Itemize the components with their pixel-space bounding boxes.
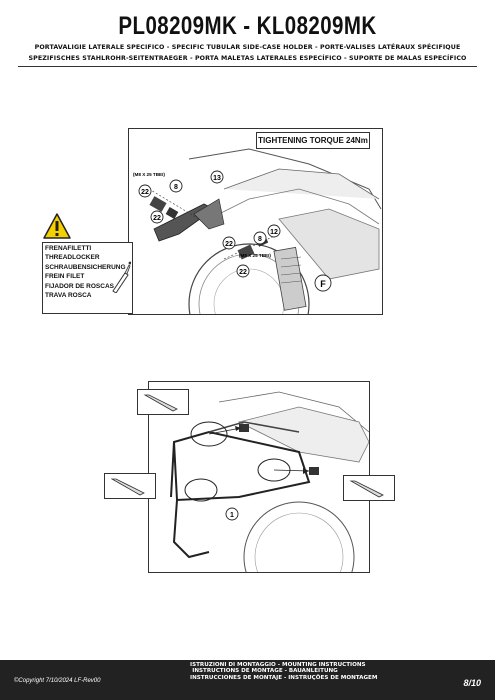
instructions-line: INSTRUCTIONS DE MONTAGE - BAUANLEITUNG [192, 668, 338, 675]
callout-22-a: 22 [138, 184, 152, 198]
callout-8-b: 8 [253, 231, 267, 245]
torque-label: TIGHTENING TORQUE 24Nm [256, 132, 370, 149]
callout-8-b-text: 8 [258, 236, 262, 243]
callout-13-text: 13 [213, 175, 221, 182]
callout-12: 12 [267, 224, 281, 238]
screw-label-lower: (M8 X 25 TBEI) [239, 253, 271, 258]
copyright: ©Copyright 7/10/2024 LF-Rev00 [14, 678, 101, 684]
callout-8-a-text: 8 [174, 184, 178, 191]
instructions-line: INSTRUCCIONES DE MONTAJE - INSTRUÇÕES DE… [190, 674, 378, 681]
figure-1-drawing: 22 8 13 22 22 8 12 22 F (M8 X 25 TBEI) (… [133, 148, 382, 365]
callout-22-d: 22 [236, 264, 250, 278]
callout-F-text: F [320, 279, 326, 289]
callout-1-text: 1 [230, 512, 234, 519]
callout-22-b: 22 [150, 210, 164, 224]
warning-icon [43, 213, 71, 239]
document-title: PL08209MK - KL08209MK [118, 12, 377, 40]
allen-key-inset-top [137, 389, 189, 415]
threadlocker-item: THREADLOCKER [45, 254, 100, 262]
threadlocker-item: TRAVA ROSCA [45, 292, 92, 300]
callout-12-text: 12 [270, 229, 278, 236]
threadlocker-bottle-icon [112, 261, 131, 293]
allen-key-inset-right [343, 475, 395, 501]
footer-bar: ©Copyright 7/10/2024 LF-Rev00 ISTRUZIONI… [0, 660, 495, 700]
threadlocker-box: FRENAFILETTI THREADLOCKER SCHRAUBENSICHE… [42, 242, 133, 314]
callout-22-b-text: 22 [153, 215, 161, 222]
subtitle-line-2: SPEZIFISCHES STAHLROHR-SEITENTRAEGER - P… [28, 55, 467, 62]
callout-13: 13 [210, 170, 224, 184]
figure-1-rear-frame-detail: 22 8 13 22 22 8 12 22 F (M8 X 25 TBEI) (… [128, 128, 383, 365]
threadlocker-item: FREIN FILET [45, 273, 85, 281]
subtitle-line-1: PORTAVALIGIE LATERALE SPECIFICO - SPECIF… [34, 44, 461, 51]
callout-22-d-text: 22 [239, 269, 247, 276]
callout-22-c-text: 22 [225, 241, 233, 248]
threadlocker-item: FRENAFILETTI [45, 245, 92, 252]
threadlocker-list: FRENAFILETTI THREADLOCKER SCHRAUBENSICHE… [45, 244, 126, 300]
page-number: 8/10 [463, 678, 481, 688]
threadlocker-item: SCHRAUBENSICHERUNG [45, 263, 126, 271]
callout-22-c: 22 [222, 236, 236, 250]
callout-22-a-text: 22 [141, 189, 149, 196]
callout-1: 1 [225, 507, 239, 521]
instructions-line: ISTRUZIONI DI MONTAGGIO - MOUNTING INSTR… [190, 662, 366, 668]
figure-2-drawing: 1 [170, 391, 370, 613]
allen-key-inset-left [104, 473, 156, 499]
callout-8-a: 8 [169, 179, 183, 193]
threadlocker-item: FIJADOR DE ROSCAS [45, 282, 114, 290]
header-rule [18, 66, 477, 67]
footer-instructions: ISTRUZIONI DI MONTAGGIO - MOUNTING INSTR… [190, 662, 378, 681]
callout-F: F [314, 274, 332, 292]
screw-label-upper: (M8 X 25 TBEI) [133, 172, 165, 177]
